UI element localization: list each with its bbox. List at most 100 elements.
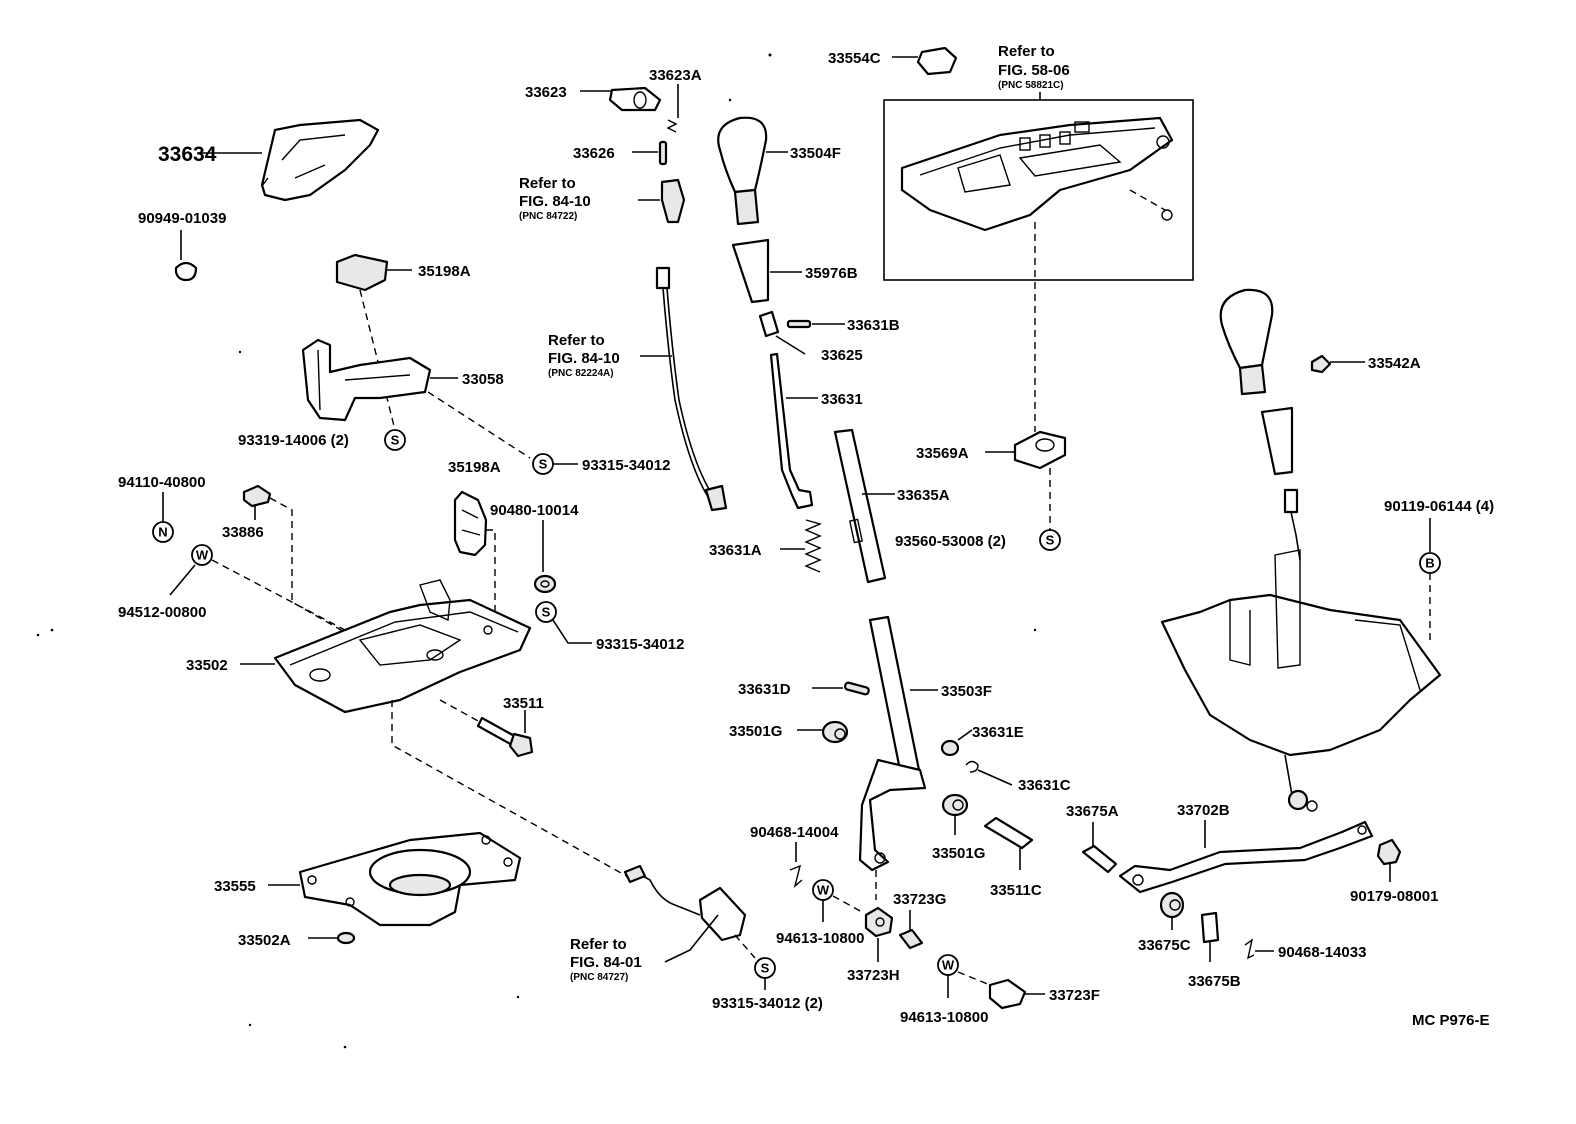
label-33511: 33511 xyxy=(503,695,544,712)
part-33626-pin: 33626 xyxy=(573,140,668,166)
label-33631E: 33631E xyxy=(972,724,1024,741)
label-93319-14006: 93319-14006 (2) xyxy=(238,432,349,449)
part-33723H: 33723H xyxy=(847,906,900,984)
label-90468-14033: 90468-14033 xyxy=(1278,944,1366,961)
ref-58-06-line1: Refer to xyxy=(998,43,1055,60)
symbol-s: S xyxy=(542,605,551,620)
label-33554C: 33554C xyxy=(828,50,881,67)
ref-fig-84-01: Refer to FIG. 84-01 (PNC 84727) xyxy=(570,936,642,983)
part-33501G-bushing-a: 33501G xyxy=(729,720,849,744)
symbol-w: W xyxy=(942,958,955,973)
symbol-n: N xyxy=(158,525,167,540)
part-33569A: 33569A xyxy=(916,430,1067,530)
part-94110-nut: 94110-40800 N xyxy=(118,474,206,543)
part-33623-button: 33623 xyxy=(525,84,662,112)
part-33631B-pin: 33631B xyxy=(786,317,900,334)
part-33542A-screw: 33542A xyxy=(1310,354,1421,374)
part-33511C-pin: 33511C xyxy=(983,816,1042,899)
ref-84-01-line2: FIG. 84-01 xyxy=(570,954,642,971)
label-33623: 33623 xyxy=(525,84,567,101)
label-33723F: 33723F xyxy=(1049,987,1100,1004)
label-33675A: 33675A xyxy=(1066,803,1119,820)
part-shift-lever-assembly xyxy=(1160,549,1442,812)
label-33504F: 33504F xyxy=(790,145,841,162)
part-33623A-spring: 33623A xyxy=(649,67,702,133)
label-90480-10014: 90480-10014 xyxy=(490,502,579,519)
label-33501G-b: 33501G xyxy=(932,845,985,862)
label-90949-01039: 90949-01039 xyxy=(138,210,226,227)
label-33626: 33626 xyxy=(573,145,615,162)
ref-fig-84-10-b: Refer to FIG. 84-10 (PNC 82224A) xyxy=(548,332,672,379)
ref-84-01-line1: Refer to xyxy=(570,936,627,953)
diagram-code: MC P976-E xyxy=(1412,1012,1490,1029)
part-94512-washer: W 94512-00800 xyxy=(118,544,346,631)
label-33569A: 33569A xyxy=(916,445,969,462)
part-94613-washer-b: W 94613-10800 xyxy=(900,954,991,1026)
label-33635A: 33635A xyxy=(897,487,950,504)
label-35198A-top: 35198A xyxy=(418,263,471,280)
part-33058-bracket: 33058 xyxy=(301,338,531,459)
part-33675B: 33675B xyxy=(1188,911,1241,990)
part-94613-washer-a: W 94613-10800 xyxy=(776,879,864,947)
ref-58-06-line2: FIG. 58-06 xyxy=(998,62,1070,79)
label-93315-34012-a: 93315-34012 xyxy=(582,457,670,474)
ref-84-10a-pnc: (PNC 84722) xyxy=(519,211,577,222)
part-33631D-pin: 33631D xyxy=(738,681,870,698)
part-33675A-bolt: 33675A xyxy=(1066,803,1119,874)
ref-84-10b-line1: Refer to xyxy=(548,332,605,349)
label-33723H: 33723H xyxy=(847,967,900,984)
ref-58-06-pnc: (PNC 58821C) xyxy=(998,80,1064,91)
label-33702B: 33702B xyxy=(1177,802,1230,819)
part-33886: 33886 xyxy=(222,484,356,639)
part-90468-clip-b: 90468-14033 xyxy=(1244,938,1366,961)
part-90949-clip: 90949-01039 xyxy=(138,210,226,282)
label-33503F: 33503F xyxy=(941,683,992,700)
part-33631-rod: 33631 xyxy=(769,352,863,510)
label-93560-53008: 93560-53008 (2) xyxy=(895,533,1006,550)
part-33675C: 33675C xyxy=(1138,891,1191,954)
label-94613-10800-b: 94613-10800 xyxy=(900,1009,988,1026)
symbol-b: B xyxy=(1425,556,1434,571)
label-33631C: 33631C xyxy=(1018,777,1071,794)
label-94512-00800: 94512-00800 xyxy=(118,604,206,621)
label-33555: 33555 xyxy=(214,878,256,895)
label-35976B: 35976B xyxy=(805,265,858,282)
symbol-s: S xyxy=(761,961,770,976)
label-33631B: 33631B xyxy=(847,317,900,334)
part-90468-clip-a: 90468-14004 xyxy=(750,824,839,888)
symbol-w: W xyxy=(817,883,830,898)
part-35198A-block: 35198A xyxy=(335,253,471,431)
part-33501G-bushing-b: 33501G xyxy=(932,793,985,862)
part-33625: 33625 xyxy=(758,310,863,364)
part-33702B-rod: 33702B xyxy=(1118,802,1374,894)
part-33555-retainer: 33555 xyxy=(214,831,522,927)
label-94613-10800-a: 94613-10800 xyxy=(776,930,864,947)
part-33502-base-plate: 33502 xyxy=(186,579,631,879)
label-33511C: 33511C xyxy=(990,882,1042,899)
ref-84-10b-pnc: (PNC 82224A) xyxy=(548,368,614,379)
part-33511-bolt: 33511 xyxy=(439,695,544,758)
symbol-s: S xyxy=(1046,533,1055,548)
label-90179-08001: 90179-08001 xyxy=(1350,888,1438,905)
label-33631A: 33631A xyxy=(709,542,762,559)
part-33554C-cap: 33554C xyxy=(828,46,958,76)
part-33723G: 33723G xyxy=(893,891,946,950)
label-33501G-a: 33501G xyxy=(729,723,782,740)
ref-fig-84-10-a: Refer to FIG. 84-10 (PNC 84722) xyxy=(519,175,686,224)
symbol-s: S xyxy=(539,457,548,472)
scan-specks xyxy=(36,53,1037,1049)
part-33635A-plate: 33635A xyxy=(833,428,950,584)
label-33058: 33058 xyxy=(462,371,504,388)
label-94110-40800: 94110-40800 xyxy=(118,474,206,491)
part-right-knob-assembly xyxy=(1219,288,1301,561)
part-35976B-sleeve: 35976B xyxy=(731,238,858,304)
label-93315-34012-b: 93315-34012 xyxy=(596,636,684,653)
label-33542A: 33542A xyxy=(1368,355,1421,372)
part-93560-screw: S 93560-53008 (2) xyxy=(895,529,1061,551)
label-90468-14004: 90468-14004 xyxy=(750,824,839,841)
label-33634: 33634 xyxy=(158,143,217,166)
part-35198A-switch: 35198A xyxy=(448,459,501,612)
part-33631E: 33631E xyxy=(940,724,1024,757)
indicator-box xyxy=(883,99,1194,281)
